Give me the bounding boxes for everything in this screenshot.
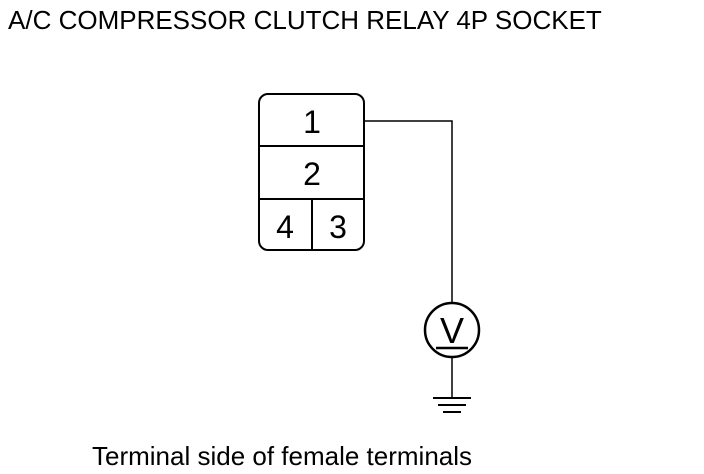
terminal-4-label: 4 <box>276 209 294 245</box>
terminal-1-label: 1 <box>303 104 321 140</box>
terminal-3-label: 3 <box>329 209 347 245</box>
diagram-title: A/C COMPRESSOR CLUTCH RELAY 4P SOCKET <box>8 5 602 35</box>
ground-icon <box>433 397 471 413</box>
voltmeter-icon: V <box>423 301 481 359</box>
relay-socket-connector <box>258 93 365 251</box>
test-lead-wire <box>364 120 453 302</box>
diagram-caption: Terminal side of female terminals <box>92 441 473 471</box>
voltmeter-symbol: V <box>440 310 464 351</box>
terminal-2-label: 2 <box>303 156 321 192</box>
